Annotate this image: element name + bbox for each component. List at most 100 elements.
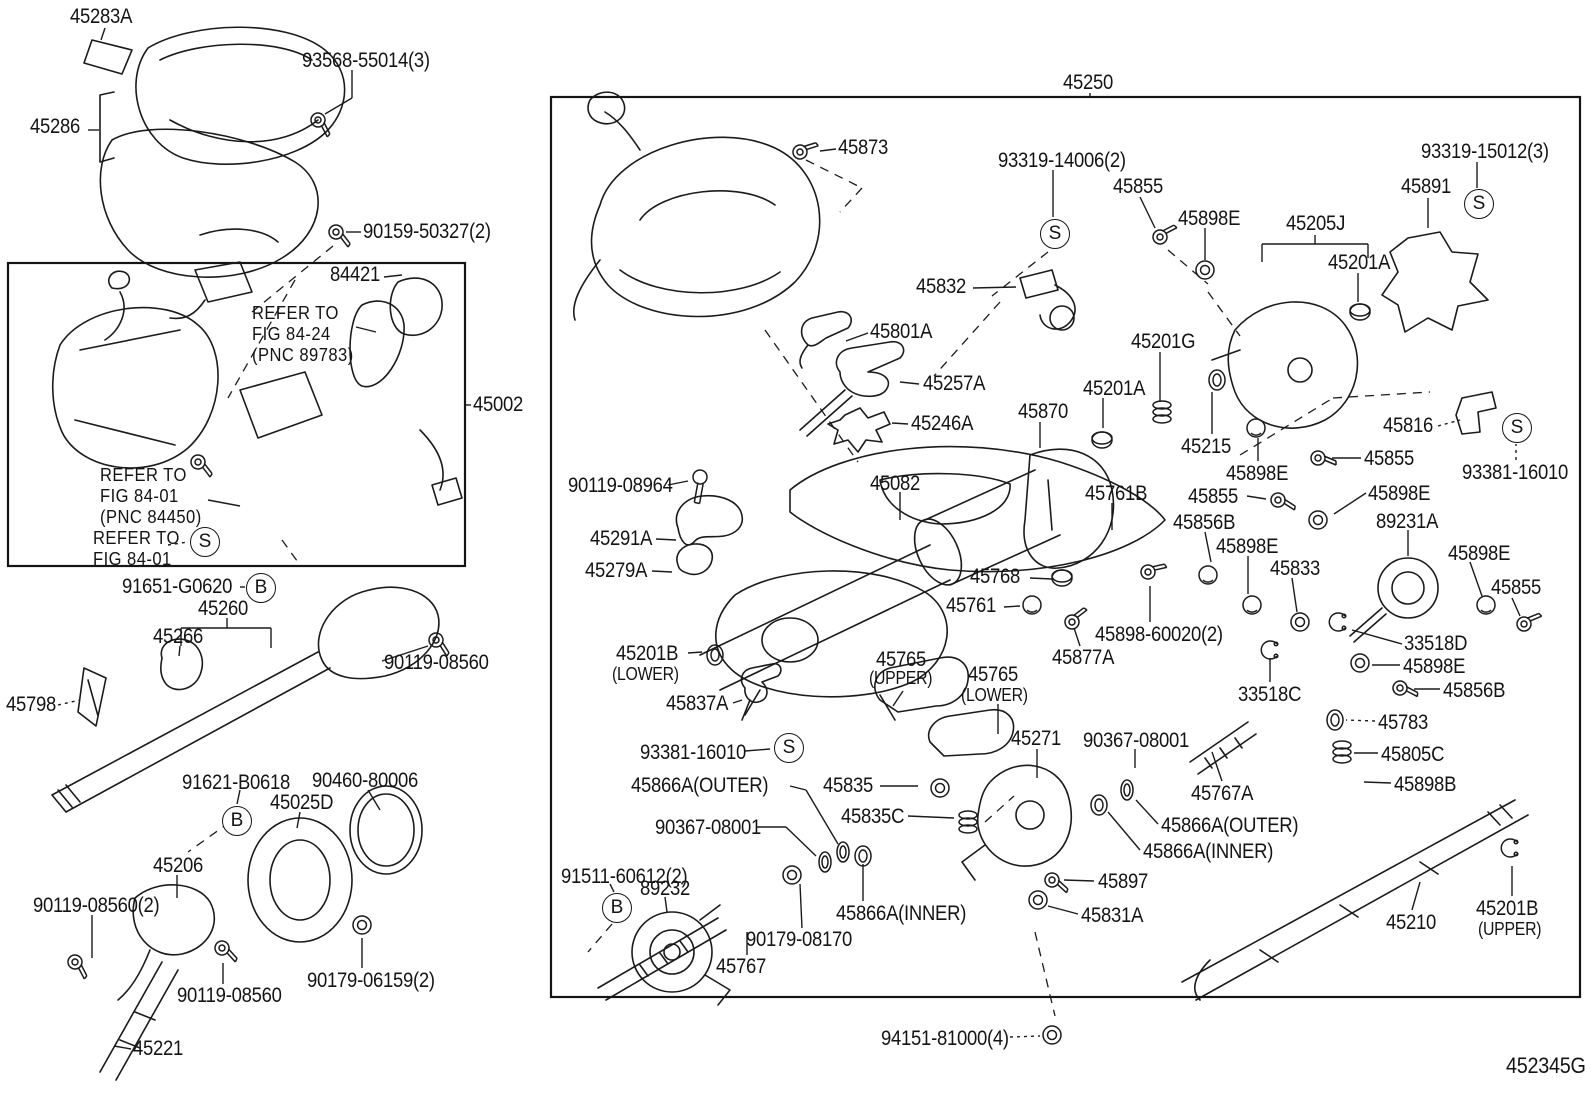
leader-line xyxy=(381,645,429,662)
jacket-hole xyxy=(761,617,819,663)
sensor-89231A-outer xyxy=(1377,557,1439,619)
part-label-45266: 45266 xyxy=(153,625,204,648)
part-label-45891: 45891 xyxy=(1401,175,1452,198)
part-label-93381-16010: 93381-16010 xyxy=(640,741,747,764)
leader-line xyxy=(355,326,377,333)
part-label-45898e: 45898E xyxy=(1216,535,1279,558)
part-label-45833: 45833 xyxy=(1270,557,1321,580)
callout-symbol-s: S xyxy=(1464,189,1494,219)
nut-part-icon xyxy=(1350,653,1370,673)
ring-part-icon xyxy=(1090,794,1108,816)
cover-45025D-inner xyxy=(269,839,331,921)
part-label-45260: 45260 xyxy=(198,597,249,620)
line-art xyxy=(51,26,1529,1081)
part-label-45206: 45206 xyxy=(153,854,204,877)
part-label-45855: 45855 xyxy=(1113,175,1164,198)
part-label-45832: 45832 xyxy=(916,275,967,298)
construction-dash xyxy=(991,251,1049,297)
leader-line xyxy=(1047,905,1079,915)
pad-45291A-drawing xyxy=(675,494,744,546)
leader-line xyxy=(845,332,869,342)
nut-part-icon xyxy=(1042,1025,1062,1045)
part-label-45761: 45761 xyxy=(946,594,997,617)
part-label-45897: 45897 xyxy=(1098,870,1149,893)
part-label-94151-81000-4-: 94151-81000(4) xyxy=(881,1027,1009,1050)
screw-part-icon xyxy=(1152,224,1178,245)
part-label-93381-16010: 93381-16010 xyxy=(1462,461,1569,484)
leader-line xyxy=(1411,881,1421,911)
screw-part-icon xyxy=(67,954,88,980)
construction-dash xyxy=(1332,391,1431,399)
part-label-90367-08001: 90367-08001 xyxy=(655,816,762,839)
screw-part-icon xyxy=(1140,563,1168,580)
part-label-90159-50327-2-: 90159-50327(2) xyxy=(363,220,491,243)
screw-part-icon xyxy=(190,454,213,478)
coil-part-icon xyxy=(958,810,978,834)
connector-drawing xyxy=(104,270,131,341)
ball-part-icon xyxy=(1246,418,1266,438)
callout-symbol-s: S xyxy=(1502,413,1532,443)
leader-line xyxy=(609,883,615,893)
part-label-90460-80006: 90460-80006 xyxy=(312,769,419,792)
screw-part-icon xyxy=(328,224,351,248)
part-label-45835c: 45835C xyxy=(841,805,905,828)
callout-symbol-s: S xyxy=(1040,219,1070,249)
part-label-45816: 45816 xyxy=(1383,414,1434,437)
part-label-45856b: 45856B xyxy=(1443,679,1506,702)
airbag-stalk-drawing xyxy=(573,91,641,321)
part-label-91621-b0618: 91621-B0618 xyxy=(182,771,291,794)
leader-line xyxy=(1029,577,1053,580)
part-label-89231a: 89231A xyxy=(1376,510,1439,533)
callout-symbol-s: S xyxy=(190,527,220,557)
screw-part-icon xyxy=(1392,680,1419,698)
callout-symbol-s: S xyxy=(774,733,804,763)
part-label-90179-08170: 90179-08170 xyxy=(746,928,853,951)
screw-part-icon xyxy=(1310,450,1337,466)
ring-part-icon xyxy=(706,644,724,666)
part-label-45221: 45221 xyxy=(133,1037,184,1060)
part-label-45898b: 45898B xyxy=(1394,773,1457,796)
clockspring-89232-outer xyxy=(631,911,713,993)
part-label-45210: 45210 xyxy=(1386,911,1437,934)
bracket-45816-drawing xyxy=(1455,391,1497,435)
main-shaft-45260-drawing xyxy=(51,651,331,813)
sensor-89231A-inner xyxy=(1391,571,1425,605)
column-cover-upper-drawing xyxy=(135,26,346,166)
part-label-45201g: 45201G xyxy=(1131,330,1196,353)
screw-part-icon xyxy=(1270,492,1296,511)
leader-line xyxy=(207,499,241,507)
relay-drawing xyxy=(169,261,253,320)
bolt-part-icon xyxy=(692,469,708,505)
column-cover-lower-drawing xyxy=(99,128,319,278)
construction-dash xyxy=(587,923,613,953)
nut-part-icon xyxy=(1308,510,1328,530)
leader-line xyxy=(789,785,807,791)
part-label-45837a: 45837A xyxy=(666,692,729,715)
rod-45767A-drawing xyxy=(1189,721,1257,775)
leader-line xyxy=(651,570,673,573)
construction-dash xyxy=(227,279,296,399)
nut-part-icon xyxy=(1028,890,1048,910)
washer-part-icon xyxy=(818,851,832,873)
clamp-45765-lower-drawing xyxy=(928,708,1015,757)
clamp-ring-90460-drawing xyxy=(349,785,423,875)
leader-line xyxy=(57,699,81,706)
leader-line xyxy=(1139,196,1156,229)
construction-dash xyxy=(933,301,1001,377)
leader-line xyxy=(178,645,181,657)
leader-line xyxy=(113,1045,132,1050)
leader-line xyxy=(1351,629,1403,645)
part-label-45898e: 45898E xyxy=(1178,207,1241,230)
part-label-45831a: 45831A xyxy=(1081,904,1144,927)
part-label-89232: 89232 xyxy=(640,877,691,900)
ball-part-icon xyxy=(1242,595,1262,615)
part-label-45801a: 45801A xyxy=(870,320,933,343)
part-label-45873: 45873 xyxy=(838,136,889,159)
column-jacket-drawing xyxy=(699,544,951,721)
figure-code: 452345G xyxy=(1506,1053,1586,1078)
clamp-45765-upper-drawing xyxy=(874,656,969,713)
part-label-45286: 45286 xyxy=(30,115,81,138)
snapring-part-icon xyxy=(1260,640,1279,660)
leader-lines xyxy=(57,27,1521,1050)
